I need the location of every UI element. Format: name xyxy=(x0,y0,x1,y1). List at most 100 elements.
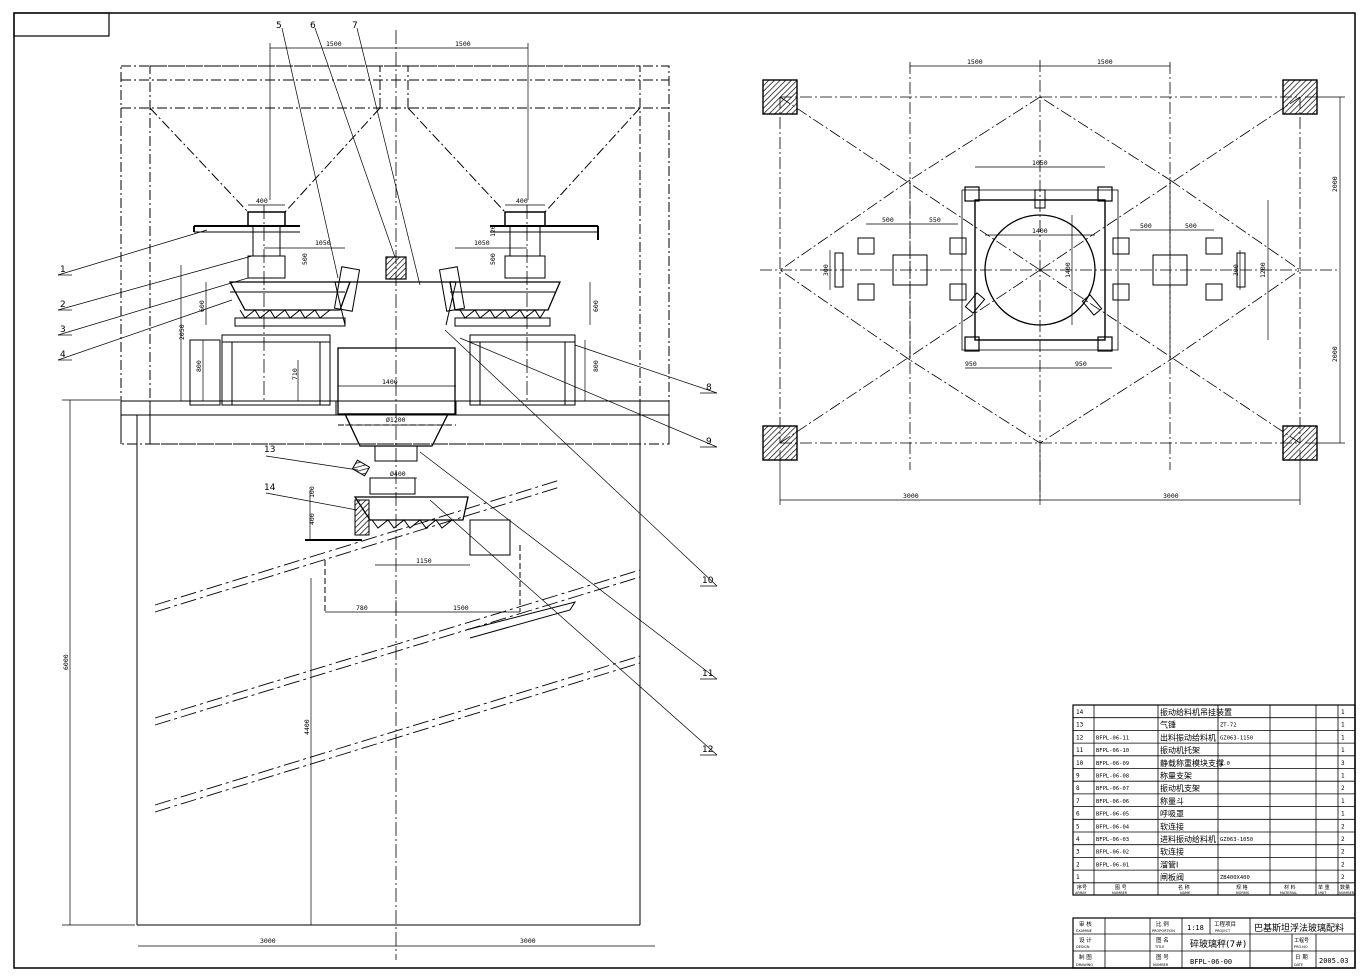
tb-date-label-en: DATE xyxy=(1294,963,1303,967)
balloon-3: 3 xyxy=(60,325,66,335)
tb-date-label: 日 期 xyxy=(1295,954,1308,961)
bom-row-number: 10 xyxy=(1076,760,1084,767)
plan-dim-500-left: 500 xyxy=(882,216,894,224)
tb-number: BFPL-06-00 xyxy=(1190,958,1232,966)
plan-dim-500-right: 500 xyxy=(1140,222,1152,230)
plan-dim-bottom-left: 3000 xyxy=(903,492,919,500)
bom-row-quantity: 1 xyxy=(1341,709,1345,716)
bom-row-number: 5 xyxy=(1076,823,1080,830)
bom-row-number: 9 xyxy=(1076,773,1080,780)
dim-h-800-r: 800 xyxy=(592,360,600,372)
bom-row-number: 11 xyxy=(1076,747,1084,754)
dim-belt-1150: 1150 xyxy=(416,557,432,565)
tb-drawing: 制 图 xyxy=(1079,953,1092,961)
tb-project-label-en: PROJECT xyxy=(1215,929,1231,933)
bom-row-name: 气锤 xyxy=(1160,720,1176,730)
bom-row-quantity: 2 xyxy=(1341,823,1345,830)
balloon-7: 7 xyxy=(352,21,358,31)
bom-row-spec: 1.0 xyxy=(1220,761,1230,767)
bom-row-quantity: 1 xyxy=(1341,747,1345,754)
plan-dim-vertical-bottom: 2000 xyxy=(1331,346,1339,362)
bom-row-name: 静载称重模块支撑 xyxy=(1160,758,1224,768)
bom-row-quantity: 2 xyxy=(1341,874,1345,881)
dim-belt-1500: 1500 xyxy=(453,604,469,612)
bom-row-number: 3 xyxy=(1076,849,1080,856)
bom-row-code: BFPL-06-05 xyxy=(1096,812,1129,818)
plan-dimension-text: 1500 1500 1050 1400 500 550 500 500 950 … xyxy=(822,58,1339,500)
tb-number-label-en: NUMBER xyxy=(1153,963,1169,967)
bom-header-qty: 数量 xyxy=(1340,884,1350,891)
tb-scale: 1:18 xyxy=(1187,924,1204,932)
bom-header-code: 图 号 xyxy=(1115,885,1127,891)
tb-project: 巴基斯坦浮法玻璃配料 xyxy=(1254,922,1344,934)
bom-row-code: BFPL-06-04 xyxy=(1096,824,1130,830)
bom-row-number: 1 xyxy=(1076,874,1080,881)
dim-bin-width-a: 400 xyxy=(256,197,268,205)
bom-row-name: 振动机托架 xyxy=(1160,745,1200,755)
bom-row-name: 振动给料机吊挂装置 xyxy=(1160,707,1232,717)
plan-dim-vertical-top: 2000 xyxy=(1331,176,1339,192)
balloon-labels: 1 2 3 4 5 6 7 8 9 10 11 12 13 14 xyxy=(60,21,714,755)
bom-row-quantity: 2 xyxy=(1341,785,1345,792)
balloon-9: 9 xyxy=(706,437,712,447)
dim-h-800-l: 800 xyxy=(195,360,203,372)
dim-h-500-r: 500 xyxy=(489,253,497,265)
bom-header-unit-weight: 单 重 xyxy=(1318,884,1330,891)
balloon-2: 2 xyxy=(60,300,66,310)
dim-hopper-diameter: Ø1200 xyxy=(386,416,406,424)
bom-row-code: BFPL-06-01 xyxy=(1096,862,1129,868)
balloon-4: 4 xyxy=(60,350,66,360)
sheet-border xyxy=(13,12,1356,969)
bom-row-quantity: 1 xyxy=(1341,773,1345,780)
bom-row-name: 称量支架 xyxy=(1160,771,1192,781)
bom-row-quantity: 2 xyxy=(1341,861,1345,868)
balloon-14: 14 xyxy=(264,483,276,493)
tb-number-label: 图 号 xyxy=(1156,953,1169,961)
tb-project-label: 工程项目 xyxy=(1214,920,1236,928)
tb-design-en: DESIGN xyxy=(1076,945,1090,949)
tb-prono-label: 工程号 xyxy=(1294,937,1309,944)
dim-h-400: 400 xyxy=(308,513,316,525)
bom-row-name: 进料振动给料机 xyxy=(1160,834,1216,844)
dim-h-710: 710 xyxy=(291,368,299,380)
bom-row-name: 振动机支架 xyxy=(1160,783,1200,793)
dim-h-2050: 2050 xyxy=(178,324,186,340)
tb-title: 碎玻璃秤(7#) xyxy=(1190,938,1246,950)
balloon-8: 8 xyxy=(706,383,712,393)
bom-row-code: BFPL-06-10 xyxy=(1096,748,1129,754)
bom-header-material: 材 料 xyxy=(1284,884,1296,891)
bom-header-material-en: MATERIAL xyxy=(1280,891,1297,895)
balloon-13: 13 xyxy=(264,445,275,455)
bom-row-number: 2 xyxy=(1076,861,1080,868)
bom-row-code: BFPL-06-06 xyxy=(1096,799,1129,805)
bom-header-unit-weight-en: UNIT xyxy=(1318,891,1327,895)
plan-dim-vertical-1400: 1400 xyxy=(1064,262,1072,278)
dim-hopper-width: 1400 xyxy=(382,378,398,386)
bom-row-quantity: 1 xyxy=(1341,811,1345,818)
bom-row-spec: GZ063-1050 xyxy=(1220,837,1253,843)
title-block xyxy=(1072,917,1356,969)
bom-row-spec: ZT-72 xyxy=(1220,723,1237,729)
bom-row-name: 溜管Ⅰ xyxy=(1160,859,1178,869)
plan-dim-300-right: 300 xyxy=(1232,264,1240,276)
dim-feeder-1050-r: 1050 xyxy=(474,239,490,247)
balloon-5: 5 xyxy=(276,21,282,31)
bom-row-name: 出料振动给料机 xyxy=(1160,732,1216,742)
plan-dim-top-right: 1500 xyxy=(1097,58,1113,66)
bom-row-code: BFPL-06-09 xyxy=(1096,761,1129,767)
dim-bottom-right: 3000 xyxy=(520,937,536,945)
dim-h-100: 100 xyxy=(308,486,316,498)
elevation-view xyxy=(57,27,718,960)
bom-row-code: BFPL-06-03 xyxy=(1096,837,1129,843)
tb-prono-label-en: PRO.NO xyxy=(1294,945,1308,949)
balloon-1: 1 xyxy=(60,265,66,275)
dim-h-600-r: 600 xyxy=(592,300,600,312)
tb-drawing-en: DRAWING xyxy=(1076,963,1093,967)
dim-height-lower: 4400 xyxy=(303,719,311,735)
bom-row-number: 6 xyxy=(1076,811,1080,818)
bom-header-name-en: NAME xyxy=(1180,891,1190,895)
bom-row-number: 14 xyxy=(1076,709,1084,716)
bom-row-name: 软连接 xyxy=(1160,821,1184,831)
